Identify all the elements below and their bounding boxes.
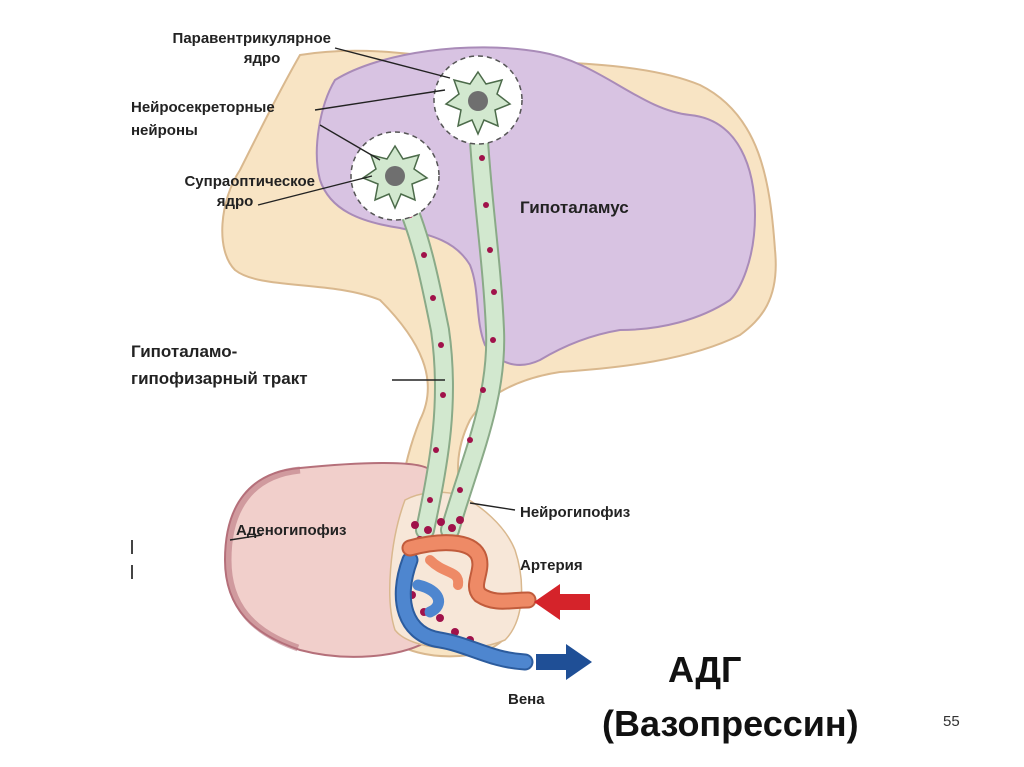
label-neurohypophysis: Нейрогипофиз — [520, 504, 630, 521]
label-supraoptic-line1: Супраоптическое — [184, 173, 315, 190]
label-supraoptic-line2: ядро — [217, 193, 254, 210]
label-adenohypophysis: Аденогипофиз — [236, 522, 346, 539]
label-neurosecretory-line2: нейроны — [131, 122, 198, 139]
label-vein: Вена — [508, 691, 545, 708]
title-line2: (Вазопрессин) — [602, 703, 859, 744]
label-tract-line1: Гипоталамо- — [131, 342, 237, 361]
label-paraventricular-line1: Паравентрикулярное — [173, 30, 331, 47]
page-number: 55 — [943, 713, 960, 730]
label-artery: Артерия — [520, 557, 583, 574]
label-hypothalamus: Гипоталамус — [520, 198, 629, 217]
edge-mark-1 — [131, 540, 133, 554]
edge-mark-2 — [131, 565, 133, 579]
label-paraventricular-line2: ядро — [244, 50, 281, 67]
label-neurosecretory-line1: Нейросекреторные — [131, 99, 275, 116]
vein-outflow-arrow — [536, 644, 592, 680]
title-line1: АДГ — [668, 649, 741, 690]
artery-inflow-arrow — [534, 584, 590, 620]
label-tract-line2: гипофизарный тракт — [131, 369, 308, 388]
